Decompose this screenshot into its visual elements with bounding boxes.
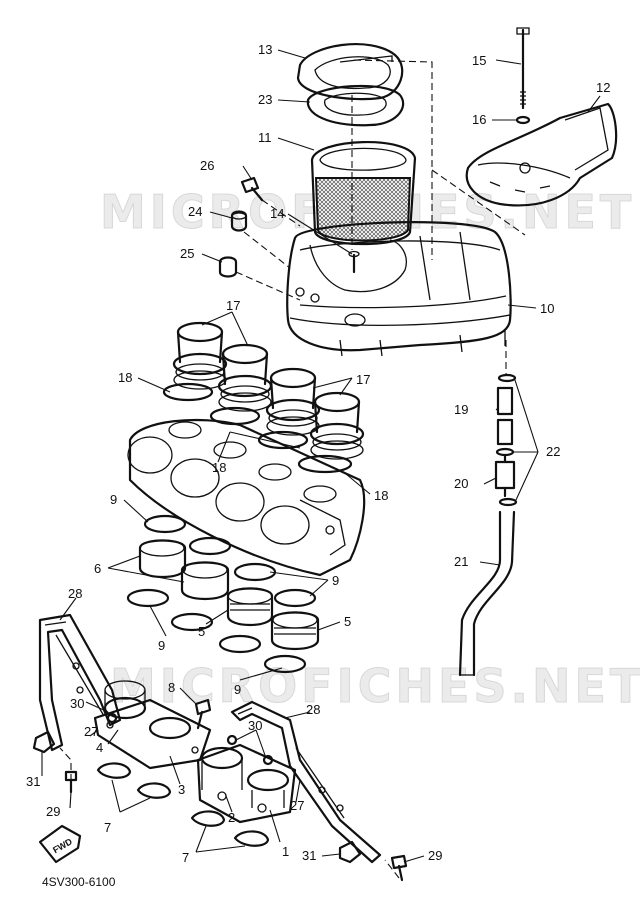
leader-lines <box>41 49 601 863</box>
callout-16: 16 <box>472 112 486 127</box>
callout-labels: 13 23 11 26 24 14 25 15 16 12 10 17 18 1… <box>26 42 610 865</box>
part-19-hose <box>496 386 514 446</box>
part-14-screw <box>348 250 360 274</box>
part-26-bolt <box>240 176 264 202</box>
part-23-seal <box>306 84 405 127</box>
callout-14: 14 <box>270 206 284 221</box>
callout-11: 11 <box>258 130 272 145</box>
part-9-clamps <box>126 514 317 674</box>
callout-7-left: 7 <box>104 820 111 835</box>
callout-31-right: 31 <box>302 848 316 863</box>
callout-24: 24 <box>188 204 202 219</box>
callout-29-left: 29 <box>46 804 60 819</box>
callout-27-right: 27 <box>290 798 304 813</box>
part-8-bolt <box>194 698 212 730</box>
fwd-arrow: FWD <box>38 824 82 864</box>
callout-5-right: 5 <box>344 614 351 629</box>
callout-7-right: 7 <box>182 850 189 865</box>
part-11-air-filter <box>310 141 417 246</box>
callout-23: 23 <box>258 92 272 107</box>
diagram-code: 4SV300-6100 <box>42 875 116 889</box>
callout-4: 4 <box>96 740 103 755</box>
part-25-collar <box>218 256 238 278</box>
part-21-hose <box>458 510 516 677</box>
part-5-joints <box>226 587 320 650</box>
callout-18-right: 18 <box>374 488 388 503</box>
part-20-filter <box>494 454 516 498</box>
callout-12: 12 <box>596 80 610 95</box>
part-15-bolt <box>516 27 530 110</box>
callout-18-mid: 18 <box>212 460 226 475</box>
part-28-left-bracket <box>38 613 122 752</box>
callout-29-right: 29 <box>428 848 442 863</box>
part-31-left-clip <box>32 730 56 754</box>
part-17-boots <box>172 321 365 460</box>
callout-15: 15 <box>472 53 486 68</box>
callout-21: 21 <box>454 554 468 569</box>
callout-13: 13 <box>258 42 272 57</box>
part-13-filter-cover <box>296 43 404 101</box>
callout-19: 19 <box>454 402 468 417</box>
callout-3: 3 <box>178 782 185 797</box>
part-31-right-clip <box>338 840 362 864</box>
callout-25: 25 <box>180 246 194 261</box>
part-10-airbox <box>286 221 512 357</box>
callout-22: 22 <box>546 444 560 459</box>
part-12-intake-duct <box>465 102 618 207</box>
callout-6: 6 <box>94 561 101 576</box>
part-7-gaskets <box>96 762 270 847</box>
callout-9-right: 9 <box>332 573 339 588</box>
callout-28-right: 28 <box>306 702 320 717</box>
carburetor-bank <box>127 418 366 577</box>
callout-20: 20 <box>454 476 468 491</box>
callout-8: 8 <box>168 680 175 695</box>
callout-5-left: 5 <box>198 624 205 639</box>
callout-31-left: 31 <box>26 774 40 789</box>
part-1-2-manifolds <box>196 743 297 824</box>
part-28-right-bracket <box>230 700 382 864</box>
callout-1: 1 <box>282 844 289 859</box>
callout-9-bottom: 9 <box>234 682 241 697</box>
callout-26: 26 <box>200 158 214 173</box>
callout-27-left: 27 <box>84 724 98 739</box>
callout-17-right: 17 <box>356 372 370 387</box>
watermark-bottom: MICROFICHES.NET <box>110 659 640 713</box>
part-16-washer <box>515 115 531 125</box>
callout-30-right: 30 <box>248 718 262 733</box>
part-6-joints <box>138 539 230 600</box>
callout-9-top: 9 <box>110 492 117 507</box>
callout-10: 10 <box>540 301 554 316</box>
callout-18-left: 18 <box>118 370 132 385</box>
callout-30-left: 30 <box>70 696 84 711</box>
part-29-right-screw <box>390 854 408 882</box>
assembly-lines <box>59 59 526 879</box>
part-18-bands <box>162 382 353 474</box>
part-24-grommet <box>230 210 248 232</box>
callout-17-top: 17 <box>226 298 240 313</box>
callout-9-left: 9 <box>158 638 165 653</box>
callout-2: 2 <box>228 810 235 825</box>
callout-28-left: 28 <box>68 586 82 601</box>
